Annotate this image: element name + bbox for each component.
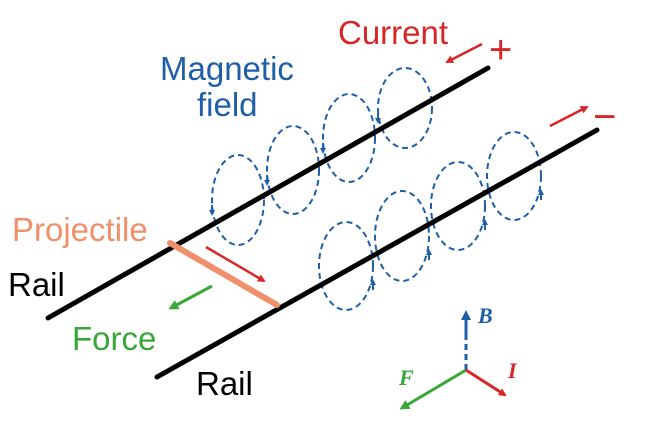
field-loop (486, 131, 542, 221)
bottom-rail (154, 127, 600, 380)
field-loop (430, 161, 486, 251)
field-direction-arrows (209, 113, 544, 290)
magnetic-field-loops (211, 67, 542, 311)
projectile-label: Projectile (12, 211, 148, 248)
current-arrow-top (445, 42, 483, 64)
field-loop (266, 125, 320, 215)
force-arrow (168, 284, 213, 310)
current-label: Current (338, 14, 448, 51)
f-axis-label: F (398, 365, 414, 390)
field-loop (377, 67, 433, 149)
field-loop (318, 221, 374, 311)
projectile-bar (167, 240, 280, 308)
field-loop (374, 190, 430, 282)
rail-label-bottom: Rail (196, 365, 253, 402)
magnetic-field-label-line2: field (197, 86, 258, 123)
f-axis-arrow (399, 368, 467, 410)
axis-triad: B F I (398, 303, 518, 410)
minus-sign: − (593, 95, 616, 139)
field-loop (322, 93, 376, 183)
i-axis-arrow (465, 368, 507, 397)
plus-sign: + (489, 28, 512, 72)
b-axis-label: B (477, 303, 493, 328)
current-arrow-bottom (549, 105, 589, 128)
force-label: Force (72, 320, 156, 357)
current-arrow-projectile (205, 245, 266, 283)
top-rail (45, 65, 491, 321)
i-axis-label: I (507, 358, 518, 383)
rail-label-top: Rail (8, 266, 65, 303)
field-loop (211, 154, 265, 246)
magnetic-field-label-line1: Magnetic (160, 50, 294, 87)
